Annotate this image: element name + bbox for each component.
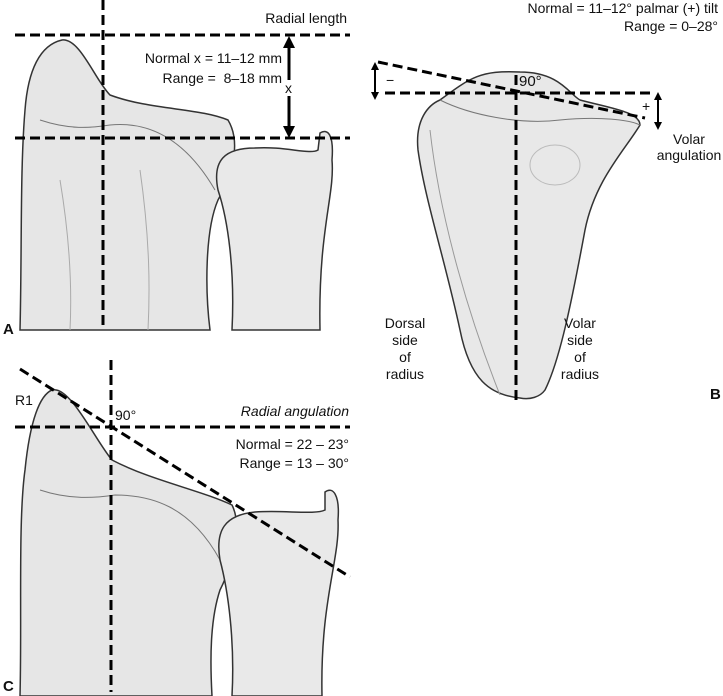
panel-b-range: Range = 0–28°	[624, 18, 718, 34]
panel-a-normal: Normal x = 11–12 mm	[144, 50, 282, 66]
volar-side-label: Volar side of radius	[545, 315, 615, 383]
dorsal-side-line-2: side	[392, 332, 418, 348]
volar-angulation-line-1: Volar	[673, 131, 705, 147]
panel-b-plus-sign: +	[642, 98, 651, 114]
panel-a-ulna	[215, 130, 334, 331]
panel-a-title: Radial length	[265, 10, 347, 26]
panel-a-letter: A	[3, 321, 14, 338]
panel-c-title: Radial angulation	[240, 403, 349, 419]
panel-b-minus-sign: −	[386, 72, 395, 88]
dorsal-side-line-3: of	[399, 349, 411, 365]
panel-c-normal: Normal = 22 – 23°	[235, 436, 349, 452]
dorsal-side-label: Dorsal side of radius	[370, 315, 440, 383]
panel-a-range: Range = 8–18 mm	[162, 70, 282, 86]
volar-side-line-4: radius	[560, 366, 600, 382]
panel-b-angle: 90°	[519, 73, 542, 90]
panel-c-radial-inclination-line	[19, 367, 351, 579]
panel-b-radius-lateral	[416, 70, 641, 400]
volar-side-line-2: side	[567, 332, 593, 348]
volar-angulation-line-2: angulation	[656, 147, 722, 163]
volar-side-line-1: Volar	[564, 315, 596, 331]
panel-b-normal: Normal = 11–12° palmar (+) tilt	[527, 0, 718, 16]
panel-c-r1-marker: R1	[15, 392, 33, 408]
panel-c-angle: 90°	[115, 407, 137, 423]
panel-b-tilt-line	[377, 60, 646, 120]
panel-c-letter: C	[3, 678, 14, 695]
panel-b-letter: B	[710, 386, 721, 403]
volar-side-line-3: of	[574, 349, 586, 365]
volar-angulation-label: Volar angulation	[655, 131, 723, 163]
panel-a-radius	[19, 39, 236, 331]
dorsal-side-line-1: Dorsal	[384, 315, 426, 331]
panel-c-ulna	[218, 489, 340, 696]
dorsal-side-line-4: radius	[385, 366, 425, 382]
radial-length-x-marker: x	[285, 80, 292, 96]
panel-c-range: Range = 13 – 30°	[239, 455, 349, 471]
